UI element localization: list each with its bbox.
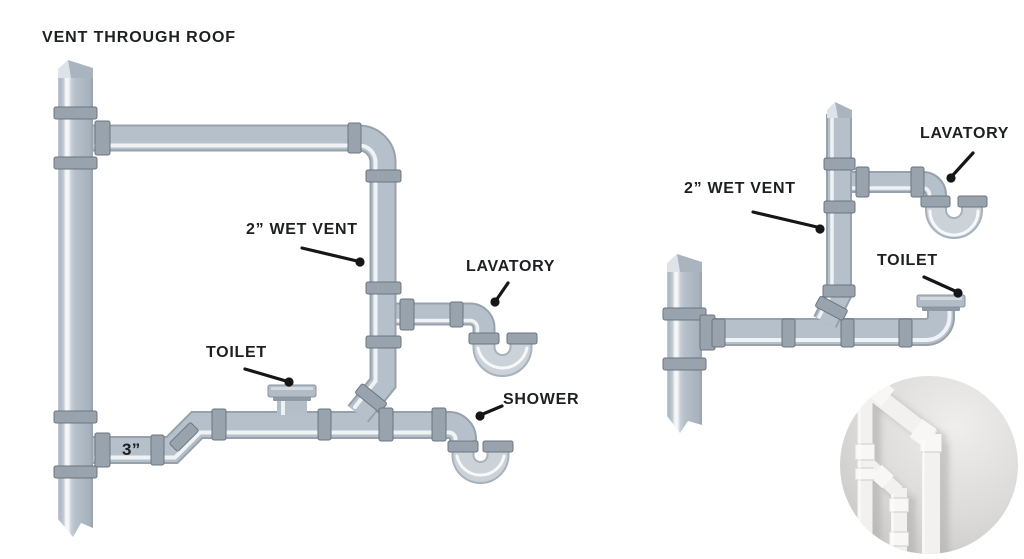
lavatory-branch-pipe <box>389 302 496 334</box>
pointer-left-shower <box>481 404 504 416</box>
label-right-wet-vent: 2” WET VENT <box>684 180 796 197</box>
label-left-lavatory: LAVATORY <box>466 258 556 275</box>
label-vent-through-roof: VENT THROUGH ROOF <box>42 29 236 46</box>
pointer-right-toilet <box>922 275 957 293</box>
label-left-shower: SHOWER <box>503 391 580 408</box>
pointer-left-lavatory <box>495 281 510 301</box>
main-stack-pipe <box>58 60 93 537</box>
left-diagram <box>53 60 538 537</box>
shower-p-trap <box>451 440 510 484</box>
toilet-flange <box>267 384 317 415</box>
lavatory-p-trap <box>925 199 983 239</box>
label-left-toilet: TOILET <box>206 344 267 361</box>
label-right-toilet: TOILET <box>877 252 938 269</box>
pointer-left-wet-vent <box>300 246 359 263</box>
pointer-right-wet-vent <box>751 210 819 229</box>
lavatory-p-trap <box>472 332 533 377</box>
pointer-right-lavatory <box>951 151 975 177</box>
main-stack-pipe <box>667 254 702 433</box>
right-diagram <box>662 102 988 433</box>
label-left-wet-vent: 2” WET VENT <box>246 221 358 238</box>
pvc-pipes-photo <box>840 376 1018 554</box>
toilet-flange <box>916 294 966 311</box>
pipe-couplings <box>662 157 988 371</box>
pointer-lines <box>243 151 975 421</box>
drain-pipe <box>702 309 955 346</box>
wet-vent-pipe <box>93 124 397 423</box>
pipe-couplings <box>53 106 538 479</box>
label-right-lavatory: LAVATORY <box>920 125 1010 142</box>
drain-pipe <box>93 411 477 464</box>
label-left-drain-size: 3” <box>122 440 141 459</box>
pointer-left-toilet <box>243 367 288 383</box>
